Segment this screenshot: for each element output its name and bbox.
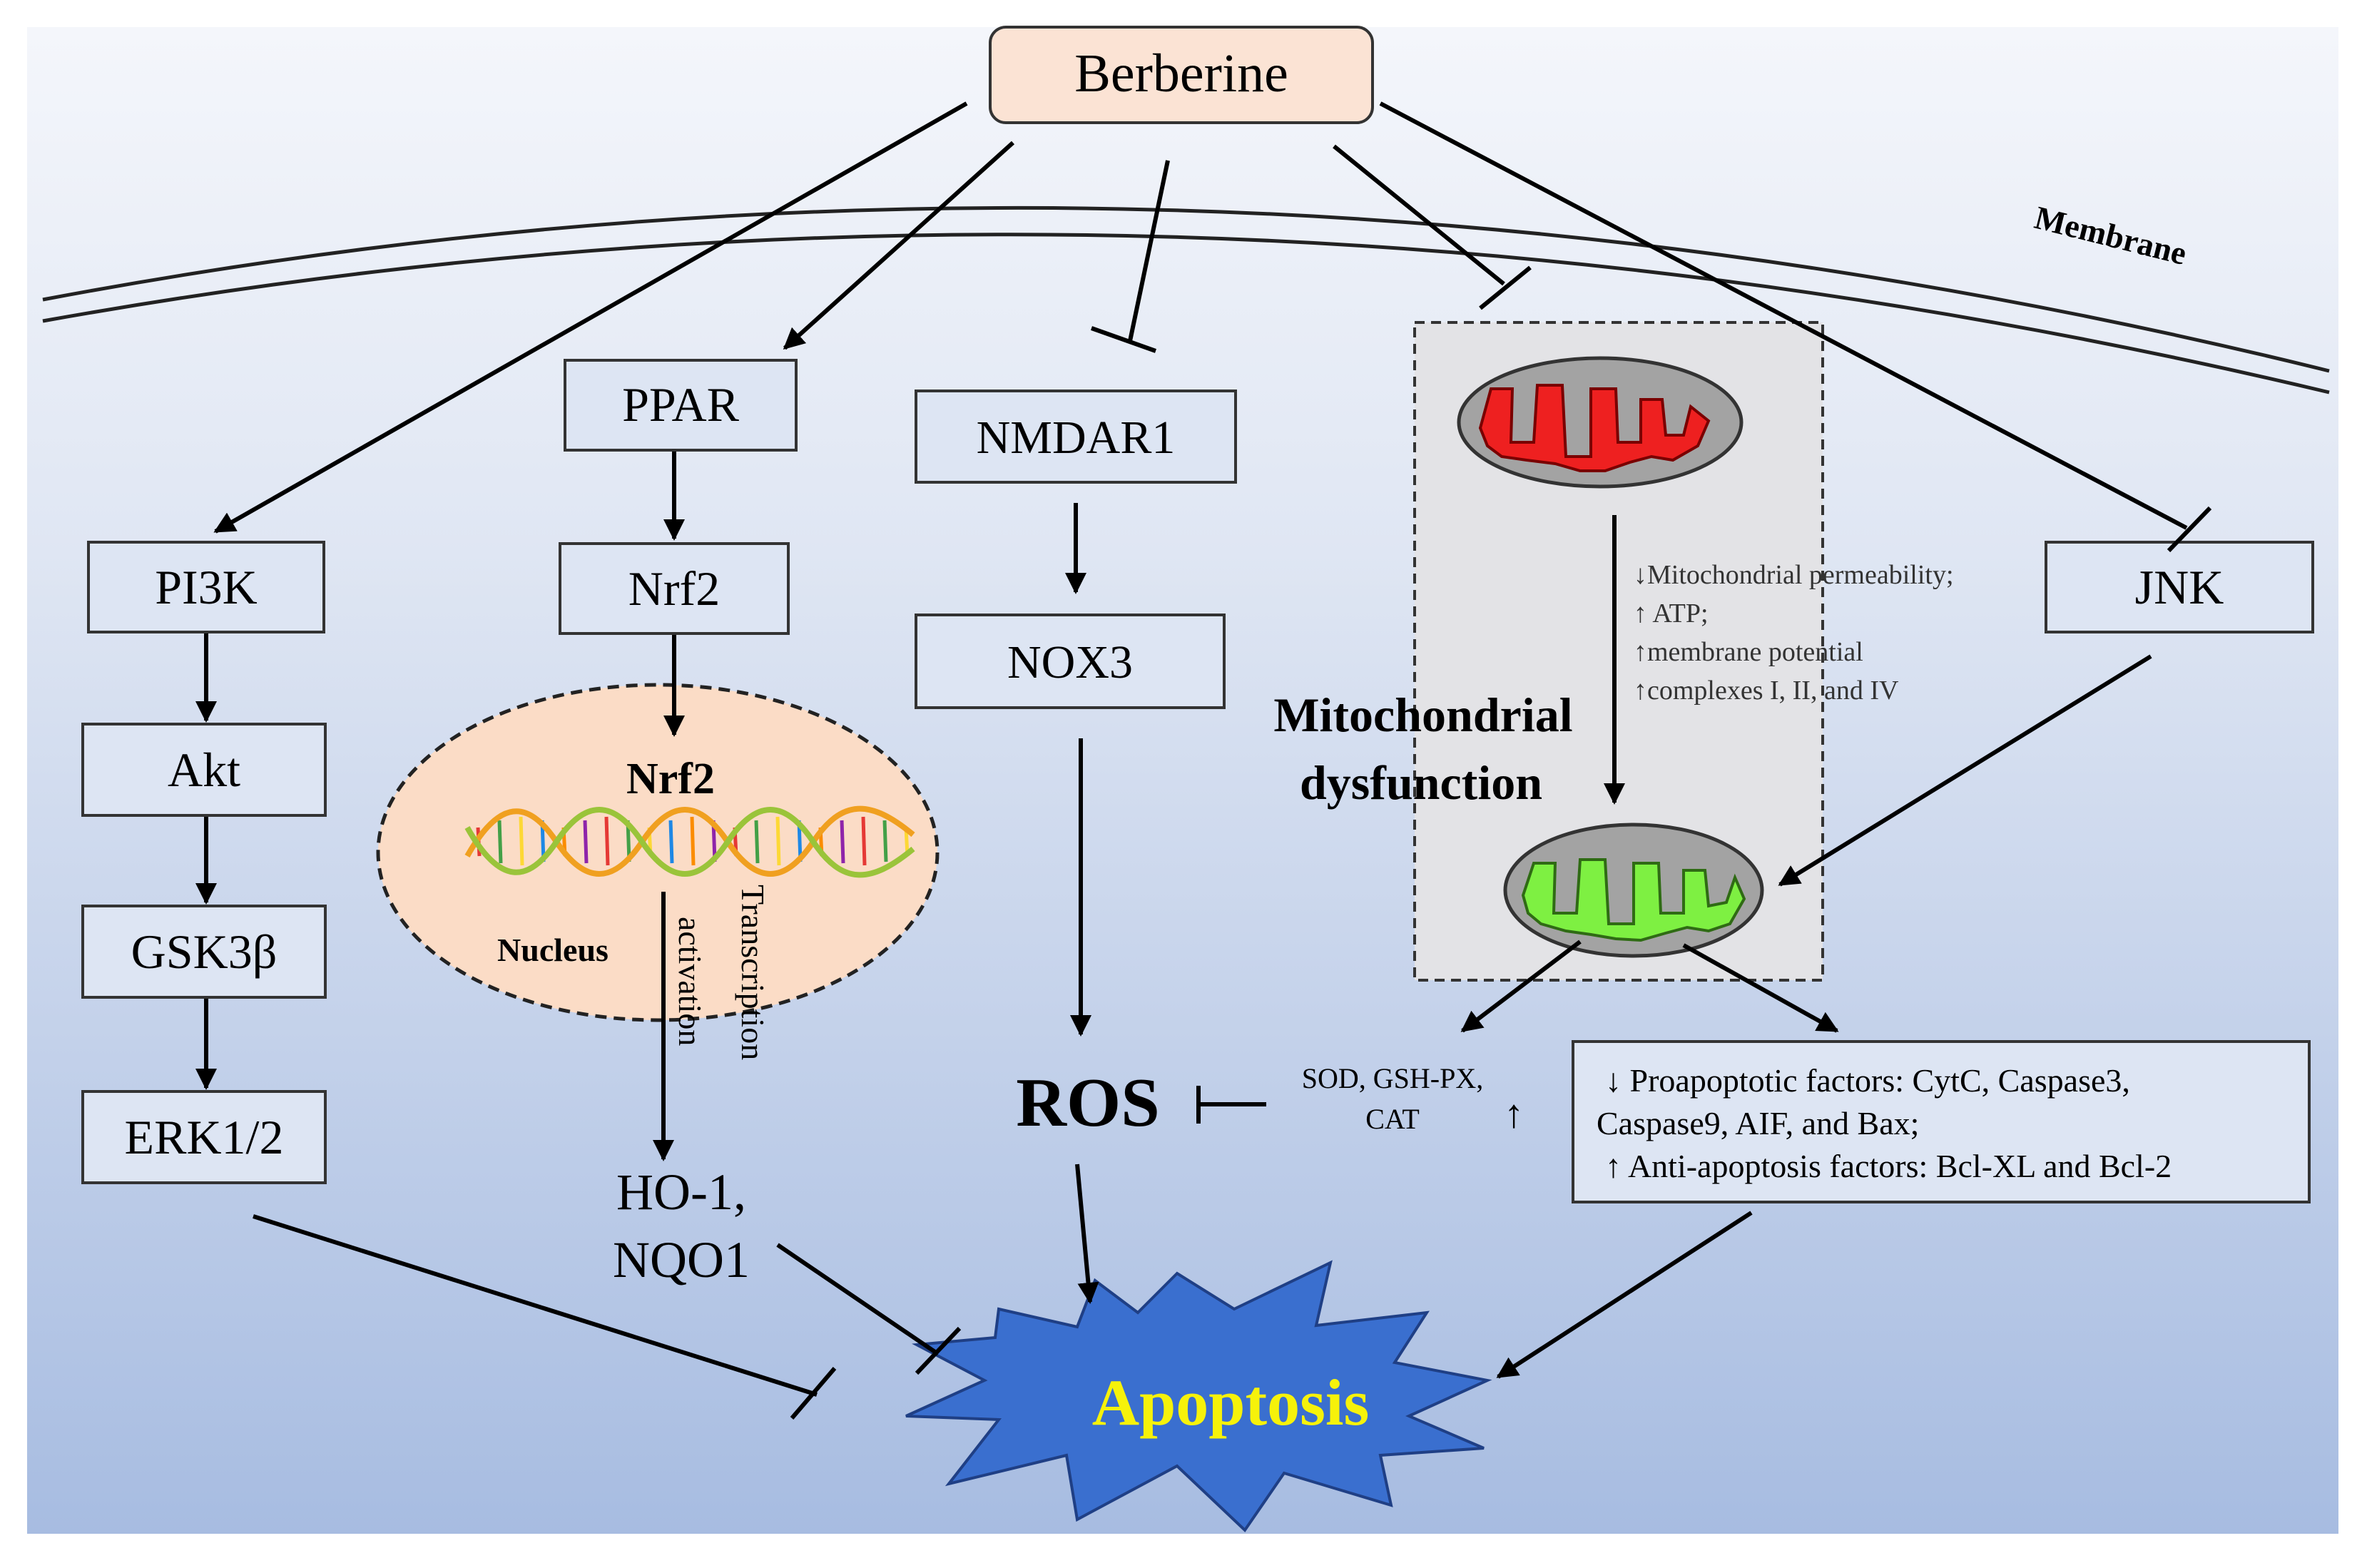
mito-effect-item: ↓Mitochondrial permeability; [1634,560,1954,590]
mitochondrion-damaged-icon [1457,356,1743,489]
edge-berberine-pi3k [213,101,968,534]
edge-mito-factors [1682,943,1839,1033]
nucleus-nrf2-label: Nrf2 [626,755,715,803]
mito-dysfunction-title-line1: Mitochondrial [1273,688,1572,742]
factors-line: ↑ Anti-apoptosis factors: Bcl-XL and Bcl… [1605,1148,2172,1184]
erk-node: ERK1/2 [81,1090,327,1184]
apoptosis-label: Apoptosis [1092,1366,1370,1439]
mito-effect-item: ↑membrane potential [1634,637,1863,667]
berberine-node: Berberine [989,26,1374,124]
antioxidants-label-line2: CAT [1365,1103,1420,1135]
nox3-label: NOX3 [1007,636,1133,688]
edge-berberine-jnk-bar [2167,506,2212,553]
edge-nqo1-apoptosis [776,1243,940,1356]
nqo1-label: NQO1 [613,1231,750,1288]
factors-line: ↓ Proapoptotic factors: CytC, Caspase3, [1605,1062,2130,1099]
edges [195,101,2212,1420]
edge-ros-apoptosis [1075,1164,1099,1304]
jnk-node: JNK [2045,541,2314,633]
edge-berberine-mito-bar [1479,265,1532,310]
edge-nqo1-apoptosis-bar [915,1326,962,1375]
mitochondrion-restored-icon [1503,823,1764,958]
mito-effect-item: ↑complexes I, II, and IV [1634,676,1899,706]
gsk3b-node: GSK3β [81,905,327,999]
erk-label: ERK1/2 [125,1110,284,1164]
edge-berberine-mito [1333,144,1505,286]
antioxidants-up-arrow: ↑ [1504,1092,1524,1136]
nucleus: Nrf2 Nucleus [376,683,940,1022]
akt-label: Akt [168,743,240,797]
edge-berberine-jnk [1379,101,2188,530]
nrf2-label: Nrf2 [628,561,720,616]
mito-dysfunction-title-line2: dysfunction [1300,755,1542,810]
nrf2-node: Nrf2 [559,542,790,635]
edge-factors-apoptosis [1496,1211,1753,1379]
nox3-node: NOX3 [915,614,1226,709]
nmdar1-node: NMDAR1 [915,390,1237,484]
nmdar1-label: NMDAR1 [977,412,1176,464]
jnk-label: JNK [2135,560,2224,614]
gsk3b-label: GSK3β [131,925,278,979]
ros-label: ROS [1016,1064,1160,1141]
transcription-label-line2: activation [672,917,708,1046]
transcription-label-line1: Transcription [735,885,771,1060]
apoptosis-node: Apoptosis [905,1260,1492,1533]
ppar-node: PPAR [564,359,798,452]
pi3k-label: PI3K [155,560,258,614]
edge-erk-apoptosis [253,1214,818,1397]
edge-mito-antioxidants [1460,940,1582,1033]
ho1-label: HO-1, [616,1164,746,1221]
nucleus-label: Nucleus [497,932,609,968]
factors-line: Caspase9, AIF, and Bax; [1597,1105,1919,1141]
edge-berberine-nmdar1 [1128,160,1170,342]
ppar-label: PPAR [622,377,740,432]
edge-berberine-nmdar1-bar [1090,326,1157,353]
akt-node: Akt [81,723,327,817]
apoptosis-factors-box: ↓ Proapoptotic factors: CytC, Caspase3, … [1572,1040,2311,1203]
antioxidants-label-line1: SOD, GSH-PX, [1302,1062,1484,1094]
cell-membrane [42,205,2330,394]
edge-erk-apoptosis-bar [790,1367,837,1420]
pi3k-node: PI3K [87,541,325,633]
berberine-label: Berberine [1074,44,1288,103]
edge-jnk-mito [1778,654,2152,887]
mito-effects-list: ↓Mitochondrial permeability; ↑ ATP; ↑mem… [1634,560,1954,706]
dna-helix-icon [464,805,915,878]
edge-berberine-ppar [783,141,1015,350]
mito-effect-item: ↑ ATP; [1634,599,1709,628]
